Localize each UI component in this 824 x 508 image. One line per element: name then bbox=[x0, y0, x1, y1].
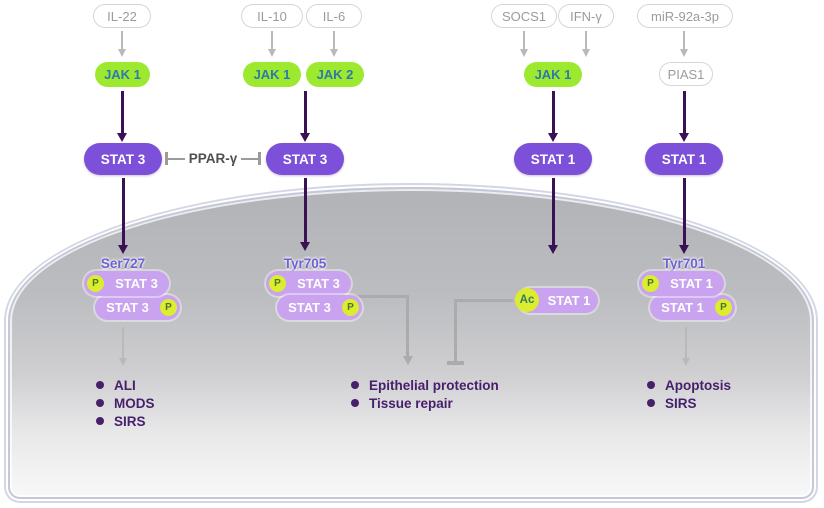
outcome-item: SIRS bbox=[647, 394, 731, 412]
phospho-p-badge: P bbox=[160, 299, 177, 316]
arrow-il6-to-jak2 bbox=[328, 31, 340, 57]
acetyl-ac-badge: Ac bbox=[515, 288, 539, 312]
elbow-activate-arrowhead bbox=[403, 356, 413, 365]
arrow-ifng-to-jak1 bbox=[580, 31, 592, 57]
ligand-pill-il22: IL-22 bbox=[93, 4, 151, 28]
residue-label-ser727: Ser727 bbox=[100, 256, 146, 271]
jak-pill-jak1-ifng: JAK 1 bbox=[524, 62, 582, 87]
elbow-activate-horizontal bbox=[352, 295, 408, 298]
elbow-inhibit-horizontal bbox=[455, 299, 513, 302]
elbow-activate-vertical bbox=[406, 295, 409, 357]
outcome-list-il10-il6: Epithelial protection Tissue repair bbox=[351, 376, 499, 412]
stat-pill-stat3-il22: STAT 3 bbox=[84, 143, 162, 175]
ppar-inhibit-line-left bbox=[168, 158, 185, 160]
arrow-jak1-to-stat3-il22 bbox=[116, 91, 128, 142]
outcome-item: Apoptosis bbox=[647, 376, 731, 394]
outcome-item: Tissue repair bbox=[351, 394, 499, 412]
jak-pill-jak1-il22: JAK 1 bbox=[95, 62, 150, 87]
phospho-stat1-pill-bottom-mir92a: STAT 1 P bbox=[650, 295, 735, 320]
outcome-item: MODS bbox=[96, 394, 155, 412]
phospho-stat1-pill-top-mir92a: P STAT 1 bbox=[639, 271, 724, 296]
stat-pill-stat3-il10: STAT 3 bbox=[266, 143, 344, 175]
arrow-jak1-to-stat1 bbox=[547, 91, 559, 142]
phospho-p-badge: P bbox=[715, 299, 732, 316]
ppar-inhibit-bar-right bbox=[258, 152, 261, 165]
arrow-il22-to-jak1 bbox=[116, 31, 128, 57]
cell-body bbox=[8, 187, 814, 499]
arrow-socs1-to-jak1 bbox=[518, 31, 530, 57]
ppar-inhibit-bar-left bbox=[165, 152, 168, 165]
bullet-dot bbox=[351, 399, 359, 407]
elbow-inhibit-vertical bbox=[454, 299, 457, 361]
phospho-p-badge: P bbox=[87, 275, 104, 292]
outcome-item: Epithelial protection bbox=[351, 376, 499, 394]
stat-pill-stat1-mir92a: STAT 1 bbox=[645, 143, 723, 175]
residue-label-tyr705: Tyr705 bbox=[283, 256, 327, 271]
bullet-dot bbox=[96, 381, 104, 389]
ligand-pill-mir92a3p: miR-92a-3p bbox=[637, 4, 733, 28]
outcome-item: SIRS bbox=[96, 412, 155, 430]
arrow-stat3-into-cell-il10 bbox=[299, 178, 311, 251]
arrow-pias1-to-stat1 bbox=[678, 91, 690, 142]
bullet-dot bbox=[647, 381, 655, 389]
ligand-pill-il10: IL-10 bbox=[241, 4, 303, 28]
bullet-dot bbox=[96, 417, 104, 425]
jak-pill-jak2-il6: JAK 2 bbox=[306, 62, 364, 87]
outcome-item: ALI bbox=[96, 376, 155, 394]
outcome-list-il22: ALI MODS SIRS bbox=[96, 376, 155, 430]
arrow-stat1-into-cell-ifng bbox=[547, 178, 559, 254]
stat-pill-stat1-ifng: STAT 1 bbox=[514, 143, 592, 175]
ppar-inhibit-line-right bbox=[241, 158, 258, 160]
arrow-mir92a-to-pias1 bbox=[678, 31, 690, 57]
bullet-dot bbox=[351, 381, 359, 389]
arrow-stat1dimer-to-outcomes-mir92a bbox=[680, 327, 692, 366]
bullet-dot bbox=[96, 399, 104, 407]
residue-label-tyr701: Tyr701 bbox=[662, 256, 706, 271]
phospho-stat3-pill-bottom-il10: STAT 3 P bbox=[277, 295, 362, 320]
phospho-stat3-pill-top-il22: P STAT 3 bbox=[84, 271, 169, 296]
phospho-stat3-pill-top-il10: P STAT 3 bbox=[266, 271, 351, 296]
ligand-pill-il6: IL-6 bbox=[306, 4, 362, 28]
ppar-gamma-label: PPAR-γ bbox=[188, 151, 238, 166]
jak-pill-jak1-il10: JAK 1 bbox=[243, 62, 301, 87]
phospho-stat3-pill-bottom-il22: STAT 3 P bbox=[95, 295, 180, 320]
mediator-pill-pias1: PIAS1 bbox=[659, 62, 713, 86]
phospho-p-badge: P bbox=[642, 275, 659, 292]
outcome-list-mir92a: Apoptosis SIRS bbox=[647, 376, 731, 412]
bullet-dot bbox=[647, 399, 655, 407]
arrow-stat3dimer-to-outcomes-il22 bbox=[117, 327, 129, 366]
elbow-inhibit-endbar bbox=[447, 361, 464, 365]
arrow-jak12-to-stat3 bbox=[299, 91, 311, 142]
arrow-stat1-into-cell-mir92a bbox=[678, 178, 690, 254]
ligand-pill-ifng: IFN-γ bbox=[558, 4, 614, 28]
arrow-stat3-into-cell-il22 bbox=[117, 178, 129, 254]
phospho-p-badge: P bbox=[342, 299, 359, 316]
ligand-pill-socs1: SOCS1 bbox=[491, 4, 557, 28]
arrow-il10-to-jak1 bbox=[266, 31, 278, 57]
phospho-p-badge: P bbox=[269, 275, 286, 292]
